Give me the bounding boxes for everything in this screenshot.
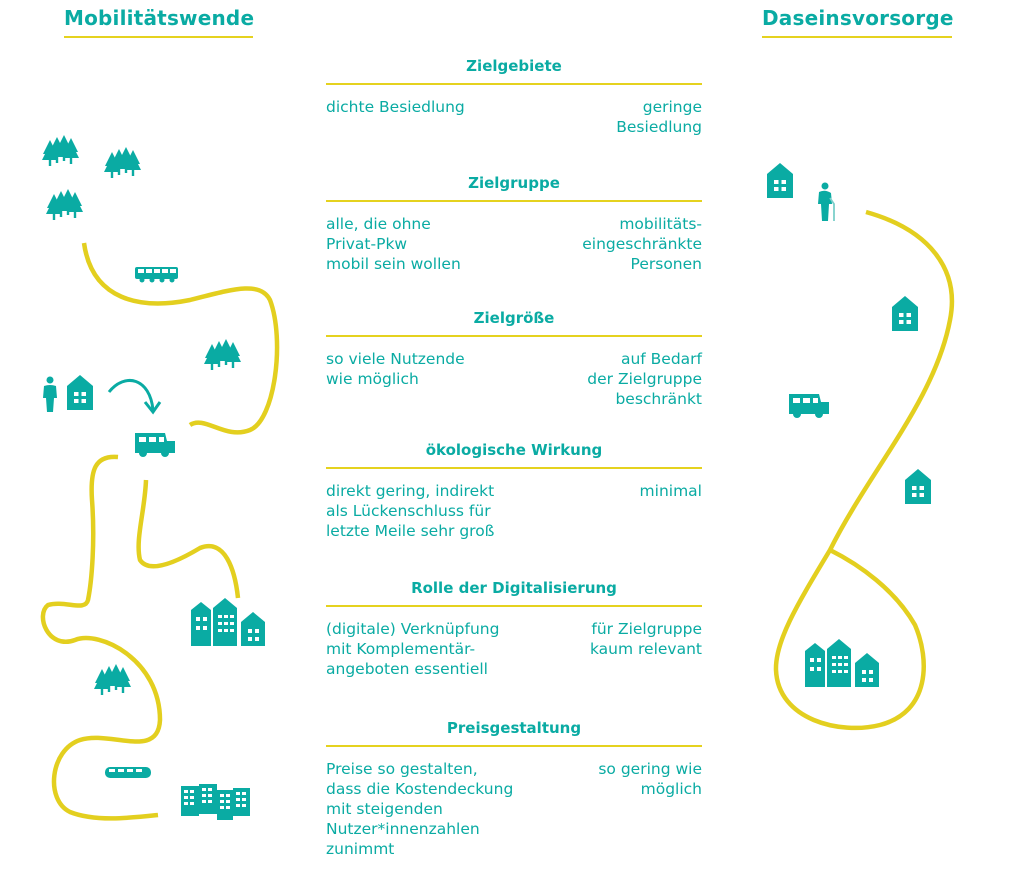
column-title-daseinsvorsorge: Daseinsvorsorge bbox=[762, 6, 953, 38]
minibus-icon bbox=[789, 394, 829, 418]
left-value: dichte Besiedlung bbox=[326, 98, 465, 116]
house-icon bbox=[892, 296, 918, 331]
left-value: Preise so gestalten, dass die Kostendeck… bbox=[326, 760, 514, 858]
section-heading: ökologische Wirkung bbox=[326, 441, 702, 469]
section-zielgebiete: Zielgebiete dichte Besiedlung geringe Be… bbox=[326, 57, 702, 137]
section-heading: Zielgebiete bbox=[326, 57, 702, 85]
section-zielgroesse: Zielgröße so viele Nutzende wie möglich … bbox=[326, 309, 702, 409]
bus-icon bbox=[135, 267, 178, 283]
town-icon bbox=[805, 639, 879, 687]
section-heading: Zielgröße bbox=[326, 309, 702, 337]
right-value: minimal bbox=[639, 482, 702, 500]
forest-icon bbox=[94, 664, 131, 695]
road-path bbox=[773, 209, 955, 731]
forest-icon bbox=[46, 189, 83, 220]
left-value: alle, die ohne Privat-Pkw mobil sein wol… bbox=[326, 215, 461, 273]
forest-icon bbox=[42, 135, 79, 166]
section-heading: Preisgestaltung bbox=[326, 719, 702, 747]
train-icon bbox=[105, 767, 151, 778]
road-path bbox=[136, 479, 241, 599]
house-icon bbox=[905, 469, 931, 504]
section-oekologische-wirkung: ökologische Wirkung direkt gering, indir… bbox=[326, 441, 702, 541]
right-value: geringe Besiedlung bbox=[616, 98, 702, 136]
column-title-mobilitaetswende: Mobilitätswende bbox=[64, 6, 254, 38]
forest-icon bbox=[104, 147, 141, 178]
section-preisgestaltung: Preisgestaltung Preise so gestalten, das… bbox=[326, 719, 702, 859]
forest-icon bbox=[204, 339, 241, 370]
left-value: direkt gering, indirekt als Lückenschlus… bbox=[326, 482, 495, 540]
section-zielgruppe: Zielgruppe alle, die ohne Privat-Pkw mob… bbox=[326, 174, 702, 274]
arrow-icon bbox=[107, 378, 162, 415]
road-path bbox=[40, 454, 163, 821]
left-value: (digitale) Verknüpfung mit Komplementär-… bbox=[326, 620, 500, 678]
left-value: so viele Nutzende wie möglich bbox=[326, 350, 465, 388]
section-rolle-der-digitalisierung: Rolle der Digitalisierung (digitale) Ver… bbox=[326, 579, 702, 679]
minibus-icon bbox=[135, 433, 175, 457]
section-heading: Rolle der Digitalisierung bbox=[326, 579, 702, 607]
city-icon bbox=[181, 784, 250, 820]
elderly-person-icon bbox=[818, 182, 835, 221]
right-value: für Zielgruppe kaum relevant bbox=[589, 620, 702, 658]
house-icon bbox=[767, 163, 793, 198]
person-icon bbox=[43, 376, 57, 412]
town-icon bbox=[191, 598, 265, 646]
right-value: so gering wie möglich bbox=[598, 760, 702, 798]
house-icon bbox=[67, 375, 93, 410]
section-heading: Zielgruppe bbox=[326, 174, 702, 202]
right-value: auf Bedarf der Zielgruppe beschränkt bbox=[587, 350, 702, 408]
road-path bbox=[81, 242, 280, 435]
right-value: mobilitäts- eingeschränkte Personen bbox=[582, 215, 702, 273]
